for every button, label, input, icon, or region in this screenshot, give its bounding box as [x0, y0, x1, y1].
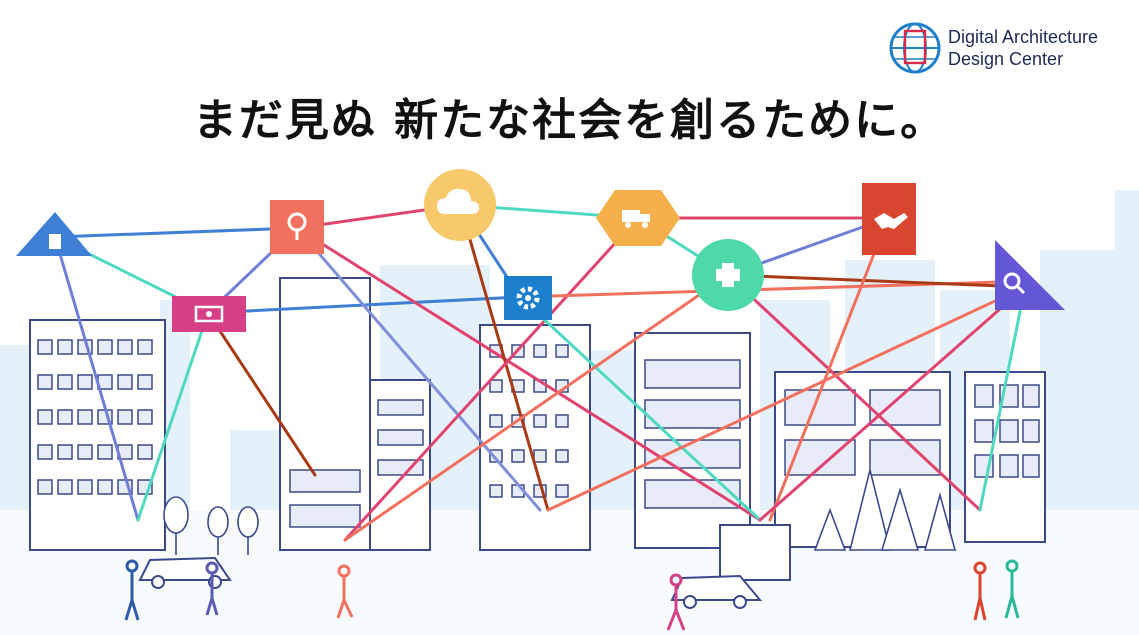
logo-line-2: Design Center	[948, 49, 1064, 69]
logo-line-1: Digital Architecture	[948, 27, 1099, 47]
foreground-buildings	[29, 277, 1046, 581]
delivery-truck-icon	[596, 190, 680, 246]
logo: Digital Architecture Design Center	[888, 20, 1133, 76]
money-icon	[172, 296, 246, 332]
background-buildings	[0, 190, 1139, 635]
network-nodes	[16, 169, 1065, 332]
cloud-icon	[424, 169, 496, 241]
people	[124, 559, 1020, 631]
plus-icon	[692, 239, 764, 311]
cars	[138, 556, 763, 609]
building-windows	[37, 339, 1040, 528]
document-icon	[16, 212, 92, 256]
globe-logo-icon	[889, 22, 941, 74]
logo-text: Digital Architecture Design Center	[948, 26, 1098, 70]
trees	[163, 469, 957, 555]
magnifier-icon	[995, 240, 1065, 310]
location-pin-icon	[270, 200, 324, 254]
handshake-icon	[862, 183, 916, 255]
headline: まだ見ぬ 新たな社会を創るために。	[192, 95, 947, 146]
gear-icon	[504, 276, 552, 320]
network-lines	[53, 203, 1027, 542]
